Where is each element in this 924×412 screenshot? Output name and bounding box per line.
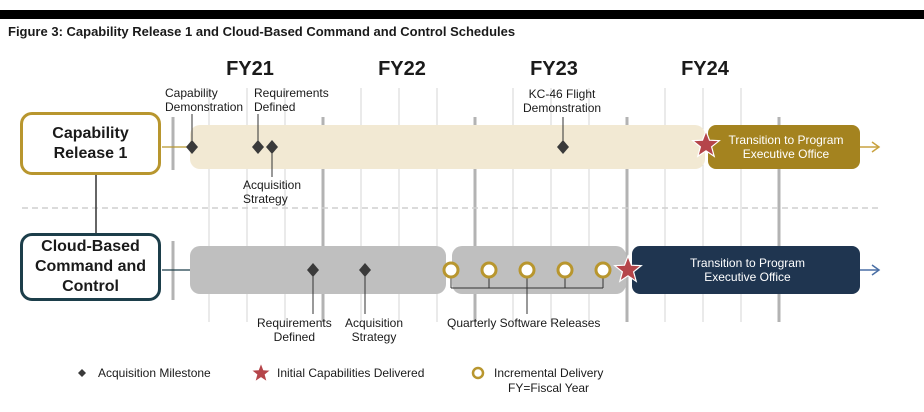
incremental-delivery-5: [594, 261, 612, 279]
cr1-transition-label: Transition to Program Executive Office: [728, 133, 844, 161]
top-rule: [0, 10, 924, 19]
cr1-schedule-bar: [190, 125, 705, 169]
milestone-kc46-flight-demonstration: [557, 140, 569, 154]
cbc2-transition-label: Transition to Program Executive Office: [690, 256, 805, 284]
legend-milestone-icon: [78, 369, 86, 377]
cbc2-initial-capability-star-icon: [613, 254, 643, 283]
milestone-cr1-acquisition-strategy: [266, 140, 278, 154]
incremental-deliveries: [442, 261, 612, 279]
fy-label-fy23: FY23: [530, 58, 578, 80]
legend-initial-label: Initial Capabilities Delivered: [277, 366, 425, 380]
incremental-delivery-2: [480, 261, 498, 279]
ann-cr1-acquisition-strategy: Acquisition Strategy: [243, 178, 302, 206]
fy-label-fy22: FY22: [378, 58, 426, 80]
cr1-initial-capability-star-icon: [691, 129, 721, 158]
milestone-cbc2-acquisition-strategy: [359, 263, 371, 277]
legend-incremental-icon: [471, 366, 485, 380]
figure-title: Figure 3: Capability Release 1 and Cloud…: [8, 24, 516, 39]
cr1-transition-box: [708, 125, 860, 169]
cr1-milestones: [186, 140, 569, 154]
legend-star-icon: [249, 361, 273, 383]
legend-milestone-label: Acquisition Milestone: [98, 366, 211, 380]
legend-incremental-label: Incremental Delivery: [494, 366, 604, 380]
row-label-capability-release-1: Capability Release 1: [20, 112, 161, 175]
row-label-cloud-based-c2: Cloud-Based Command and Control: [20, 233, 161, 301]
milestone-cbc2-requirements-defined: [307, 263, 319, 277]
fy-label-fy24: FY24: [681, 58, 729, 80]
cbc2-milestones: [307, 263, 371, 277]
ann-kc46-flight-demonstration: KC-46 Flight Demonstration: [523, 87, 602, 115]
milestone-capability-demonstration: [186, 140, 198, 154]
fy-label-fy21: FY21: [226, 58, 274, 80]
ann-cr1-requirements-defined: Requirements Defined: [254, 86, 329, 114]
milestone-cr1-requirements-defined: [252, 140, 264, 154]
incremental-delivery-4: [556, 261, 574, 279]
ann-cbc2-requirements-defined: Requirements Defined: [257, 316, 332, 344]
cbc2-transition-box: [632, 246, 860, 294]
legend-fy-note: FY=Fiscal Year: [508, 381, 590, 395]
incremental-delivery-1: [442, 261, 460, 279]
ann-quarterly-software-releases: Quarterly Software Releases: [447, 316, 601, 330]
ann-cbc2-acquisition-strategy: Acquisition Strategy: [345, 316, 404, 344]
cbc2-schedule-bar-2: [452, 246, 626, 294]
incremental-delivery-3: [518, 261, 536, 279]
ann-capability-demonstration: Capability Demonstration: [165, 86, 244, 114]
